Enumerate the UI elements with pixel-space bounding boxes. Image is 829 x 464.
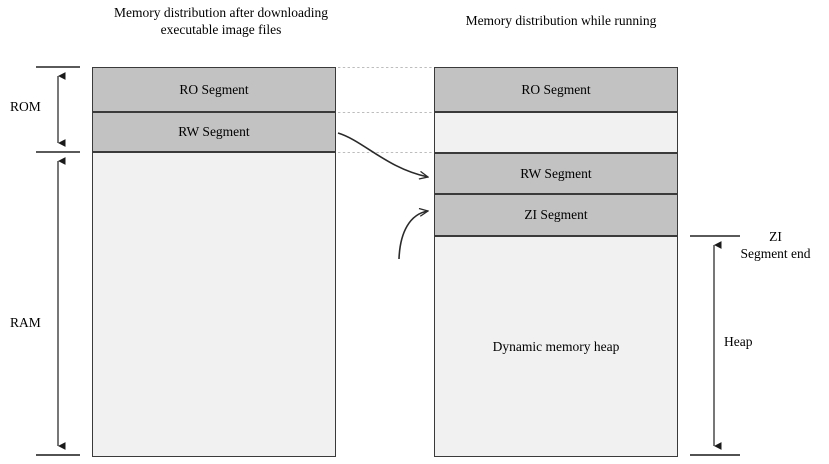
right-segment-heap: Dynamic memory heap <box>434 236 678 457</box>
rom-bracket-label: ROM <box>10 99 41 114</box>
left-diagram-title: Memory distribution after downloading ex… <box>113 5 329 37</box>
right-segment-gap <box>434 112 678 153</box>
right-segment-ro: RO Segment <box>434 67 678 112</box>
right-segment-zi-label: ZI Segment <box>524 207 588 222</box>
arrow-zi-relocation <box>398 211 428 260</box>
ram-bracket-label: RAM <box>10 315 41 330</box>
heap-bracket-label: Heap <box>724 334 753 349</box>
left-segment-rw-label: RW Segment <box>178 124 250 139</box>
left-segment-free <box>92 152 336 457</box>
ram-bracket <box>36 157 80 456</box>
left-segment-rw: RW Segment <box>92 112 336 152</box>
left-segment-ro-label: RO Segment <box>179 81 249 97</box>
zi-segment-end-label: ZI Segment end <box>740 229 811 261</box>
right-segment-rw: RW Segment <box>434 153 678 194</box>
right-diagram-title: Memory distribution while running <box>465 13 657 28</box>
right-segment-ro-label: RO Segment <box>521 81 591 97</box>
right-segment-heap-label: Dynamic memory heap <box>492 338 620 354</box>
right-segment-rw-label: RW Segment <box>520 165 592 181</box>
right-memory-column: RO Segment RW Segment ZI Segment Dynamic… <box>434 67 678 457</box>
right-segment-zi: ZI Segment <box>434 194 678 236</box>
arrow-rw-relocation <box>337 132 428 177</box>
guide-lines <box>338 66 433 154</box>
left-memory-column: RO Segment RW Segment <box>92 67 336 457</box>
left-segment-ro: RO Segment <box>92 67 336 112</box>
